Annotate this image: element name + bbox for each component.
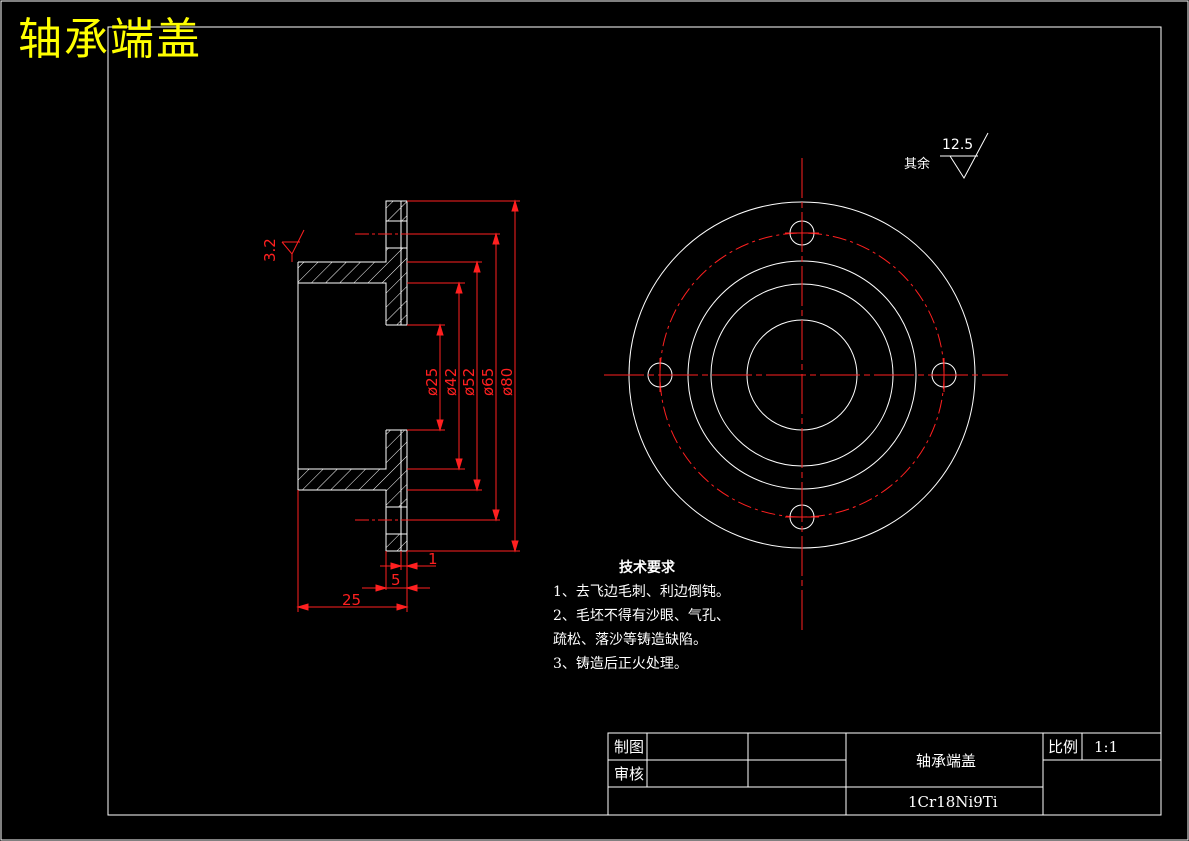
dim-d52: ø52 [460,367,478,396]
drawing-title: 轴承端盖 [18,14,202,65]
section-hatch-bottom-hub [298,469,386,490]
title-block [607,732,1162,816]
dim-len-1: 1 [428,550,438,568]
tech-req-line: 3、铸造后正火处理。 [553,656,688,672]
bore-roughness-symbol [281,229,305,262]
title-block-material: 1Cr18Ni9Ti [908,793,998,811]
general-roughness-prefix: 其余 [904,157,931,172]
technical-requirements: 技术要求 1、去飞边毛刺、利边倒钝。 2、毛坯不得有沙眼、气孔、 疏松、落沙等铸… [553,556,730,676]
dim-d25: ø25 [423,367,441,396]
dim-len-5: 5 [391,571,401,589]
dim-len-25: 25 [342,591,362,609]
section-hatch-top-flange [386,201,407,325]
general-roughness-value: 12.5 [942,137,974,153]
bore-roughness-value: 3.2 [261,238,279,262]
dim-d65: ø65 [479,367,497,396]
center-lines [604,158,1008,630]
section-hatch-top-hub [298,262,386,283]
section-view [297,200,420,552]
front-view [604,158,1008,630]
title-block-part-name: 轴承端盖 [916,752,977,770]
dim-d42: ø42 [442,367,460,396]
dim-d80: ø80 [498,367,516,396]
general-roughness-symbol [940,132,989,179]
title-block-scale-value: 1:1 [1094,738,1119,756]
tech-req-heading: 技术要求 [619,560,675,576]
tech-req-line: 1、去飞边毛刺、利边倒钝。 [553,584,730,600]
tech-req-line: 2、毛坯不得有沙眼、气孔、 [553,608,730,624]
title-block-scale-label: 比例 [1048,738,1079,756]
title-block-checked-label: 审核 [614,765,645,783]
tech-req-line: 疏松、落沙等铸造缺陷。 [553,632,707,648]
inner-frame [107,26,1162,816]
title-block-drawn-label: 制图 [614,738,645,756]
section-dimensions [296,199,520,612]
